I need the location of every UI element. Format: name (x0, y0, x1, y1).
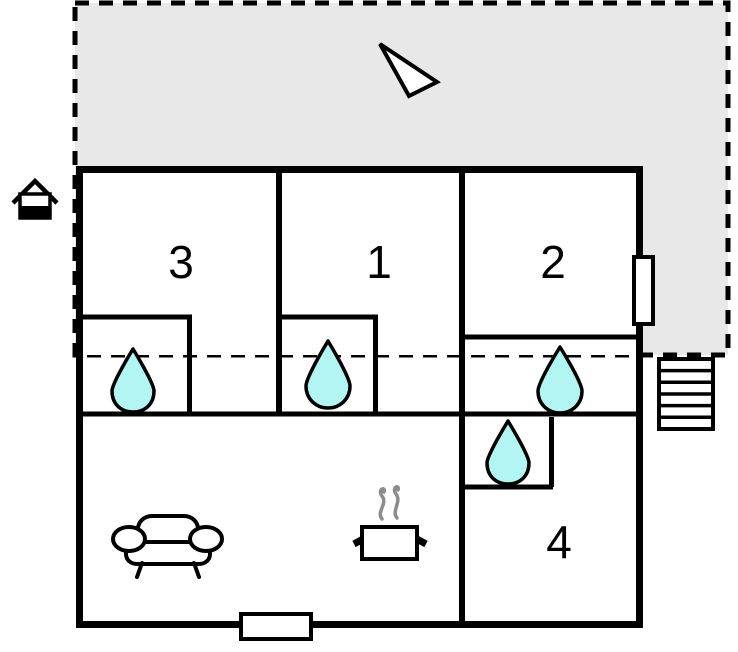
sofa-back (136, 514, 200, 547)
openings (239, 255, 655, 641)
north-arrow (378, 42, 441, 99)
sofa-leg-right (192, 561, 201, 579)
room-label-4: 4 (546, 516, 572, 568)
room-label-3: 3 (168, 236, 194, 288)
room-label-2: 2 (540, 236, 566, 288)
sofa-icon (111, 514, 224, 579)
pot-steam-right (392, 485, 401, 520)
entrance-door-bottom[interactable] (239, 612, 313, 641)
water-drop-room2 (536, 345, 584, 415)
sofa-arm-left (111, 525, 147, 553)
water-drop-room1 (304, 339, 352, 410)
building-walls (76, 166, 643, 628)
room-labels: 3 1 2 4 (168, 236, 572, 568)
water-drop-room3 (110, 347, 156, 414)
interior-walls (80, 167, 639, 626)
stove-pot-icon (352, 485, 428, 561)
house-door-fill-icon (20, 206, 50, 219)
room-label-1: 1 (366, 236, 392, 288)
door-right-wall[interactable] (632, 255, 655, 326)
sofa-arm-right (188, 525, 224, 553)
water-drop-room4 (485, 419, 531, 486)
terrace-house-overlap-mask (79, 169, 640, 355)
building-outline (76, 166, 643, 628)
terrace-area (72, 0, 731, 358)
exterior-stairs (657, 357, 715, 431)
sofa-leg-left (135, 561, 144, 579)
north-arrow-icon (378, 42, 441, 99)
house-entrance-icon (11, 177, 59, 220)
pot-body (360, 525, 419, 561)
pot-steam-left (378, 487, 387, 521)
water-drop-fixtures (110, 339, 584, 486)
